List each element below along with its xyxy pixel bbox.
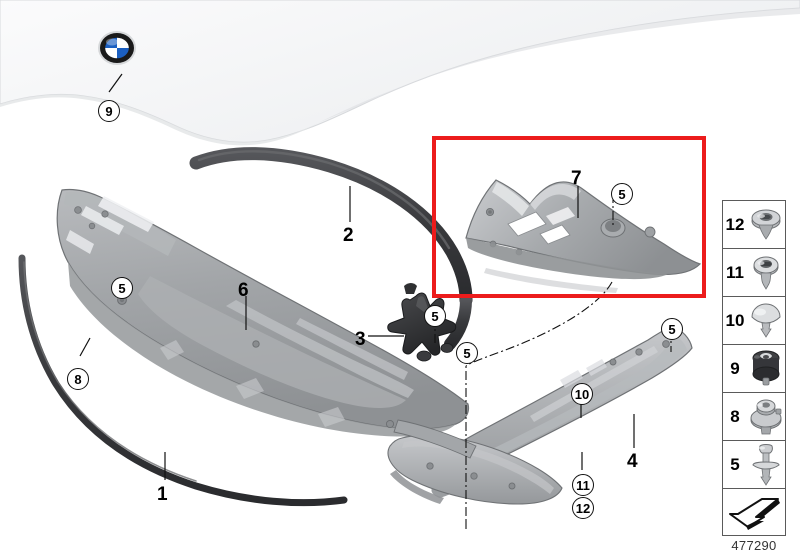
part-2-hood-seal — [189, 147, 473, 350]
expanding-rivet-icon — [747, 250, 785, 296]
legend-row-9: 9 — [723, 345, 785, 393]
highlight-box — [432, 136, 706, 298]
legend-row-8: 8 — [723, 393, 785, 441]
part-7-bracket-cover — [465, 179, 702, 293]
callout-bubble: 10 — [571, 383, 593, 405]
push-pin-clip-icon — [747, 298, 785, 344]
screw-grommet-icon — [747, 202, 785, 248]
legend-number: 5 — [730, 455, 740, 474]
legend-number: 8 — [730, 407, 740, 426]
legend-number: 12 — [725, 215, 745, 234]
diagram-id: 477290 — [731, 538, 777, 553]
fastener-legend: 12 11 — [722, 200, 786, 536]
callout-bubble: 5 — [424, 305, 446, 327]
legend-number: 10 — [725, 311, 745, 330]
callout-bubble: 5 — [111, 277, 133, 299]
legend-row-direction — [723, 489, 785, 537]
part-label: 4 — [627, 451, 638, 472]
part-label: 1 — [157, 484, 168, 505]
lower-center-panel — [387, 434, 563, 505]
bmw-roundel-logo — [98, 31, 136, 65]
callout-bubble: 9 — [98, 100, 120, 122]
part-label: 7 — [571, 168, 582, 189]
hood-panel — [0, 0, 800, 146]
left-lower-subpanel — [393, 419, 477, 459]
rubber-buffer-icon — [747, 346, 785, 392]
part-1-lower-seal — [18, 254, 348, 507]
legend-number: 9 — [730, 359, 740, 378]
legend-number: 11 — [726, 263, 744, 282]
callout-bubble: 8 — [67, 368, 89, 390]
legend-row-5: 5 — [723, 441, 785, 489]
part-label: 6 — [238, 280, 249, 301]
legend-row-10: 10 — [723, 297, 785, 345]
callout-bubble: 5 — [456, 342, 478, 364]
part-6-engine-cover — [56, 188, 470, 437]
expanding-clip-icon — [747, 442, 785, 488]
direction-arrow-icon — [723, 490, 785, 536]
callout-bubble: 11 — [572, 474, 594, 496]
part-label: 3 — [355, 329, 366, 350]
callout-bubble: 12 — [572, 497, 594, 519]
callout-bubble: 5 — [611, 183, 633, 205]
legend-row-12: 12 — [723, 201, 785, 249]
hood-stop-icon — [747, 394, 785, 440]
legend-row-11: 11 — [723, 249, 785, 297]
part-label: 2 — [343, 225, 354, 246]
leader-lines — [79, 73, 635, 480]
callout-bubble: 5 — [661, 318, 683, 340]
